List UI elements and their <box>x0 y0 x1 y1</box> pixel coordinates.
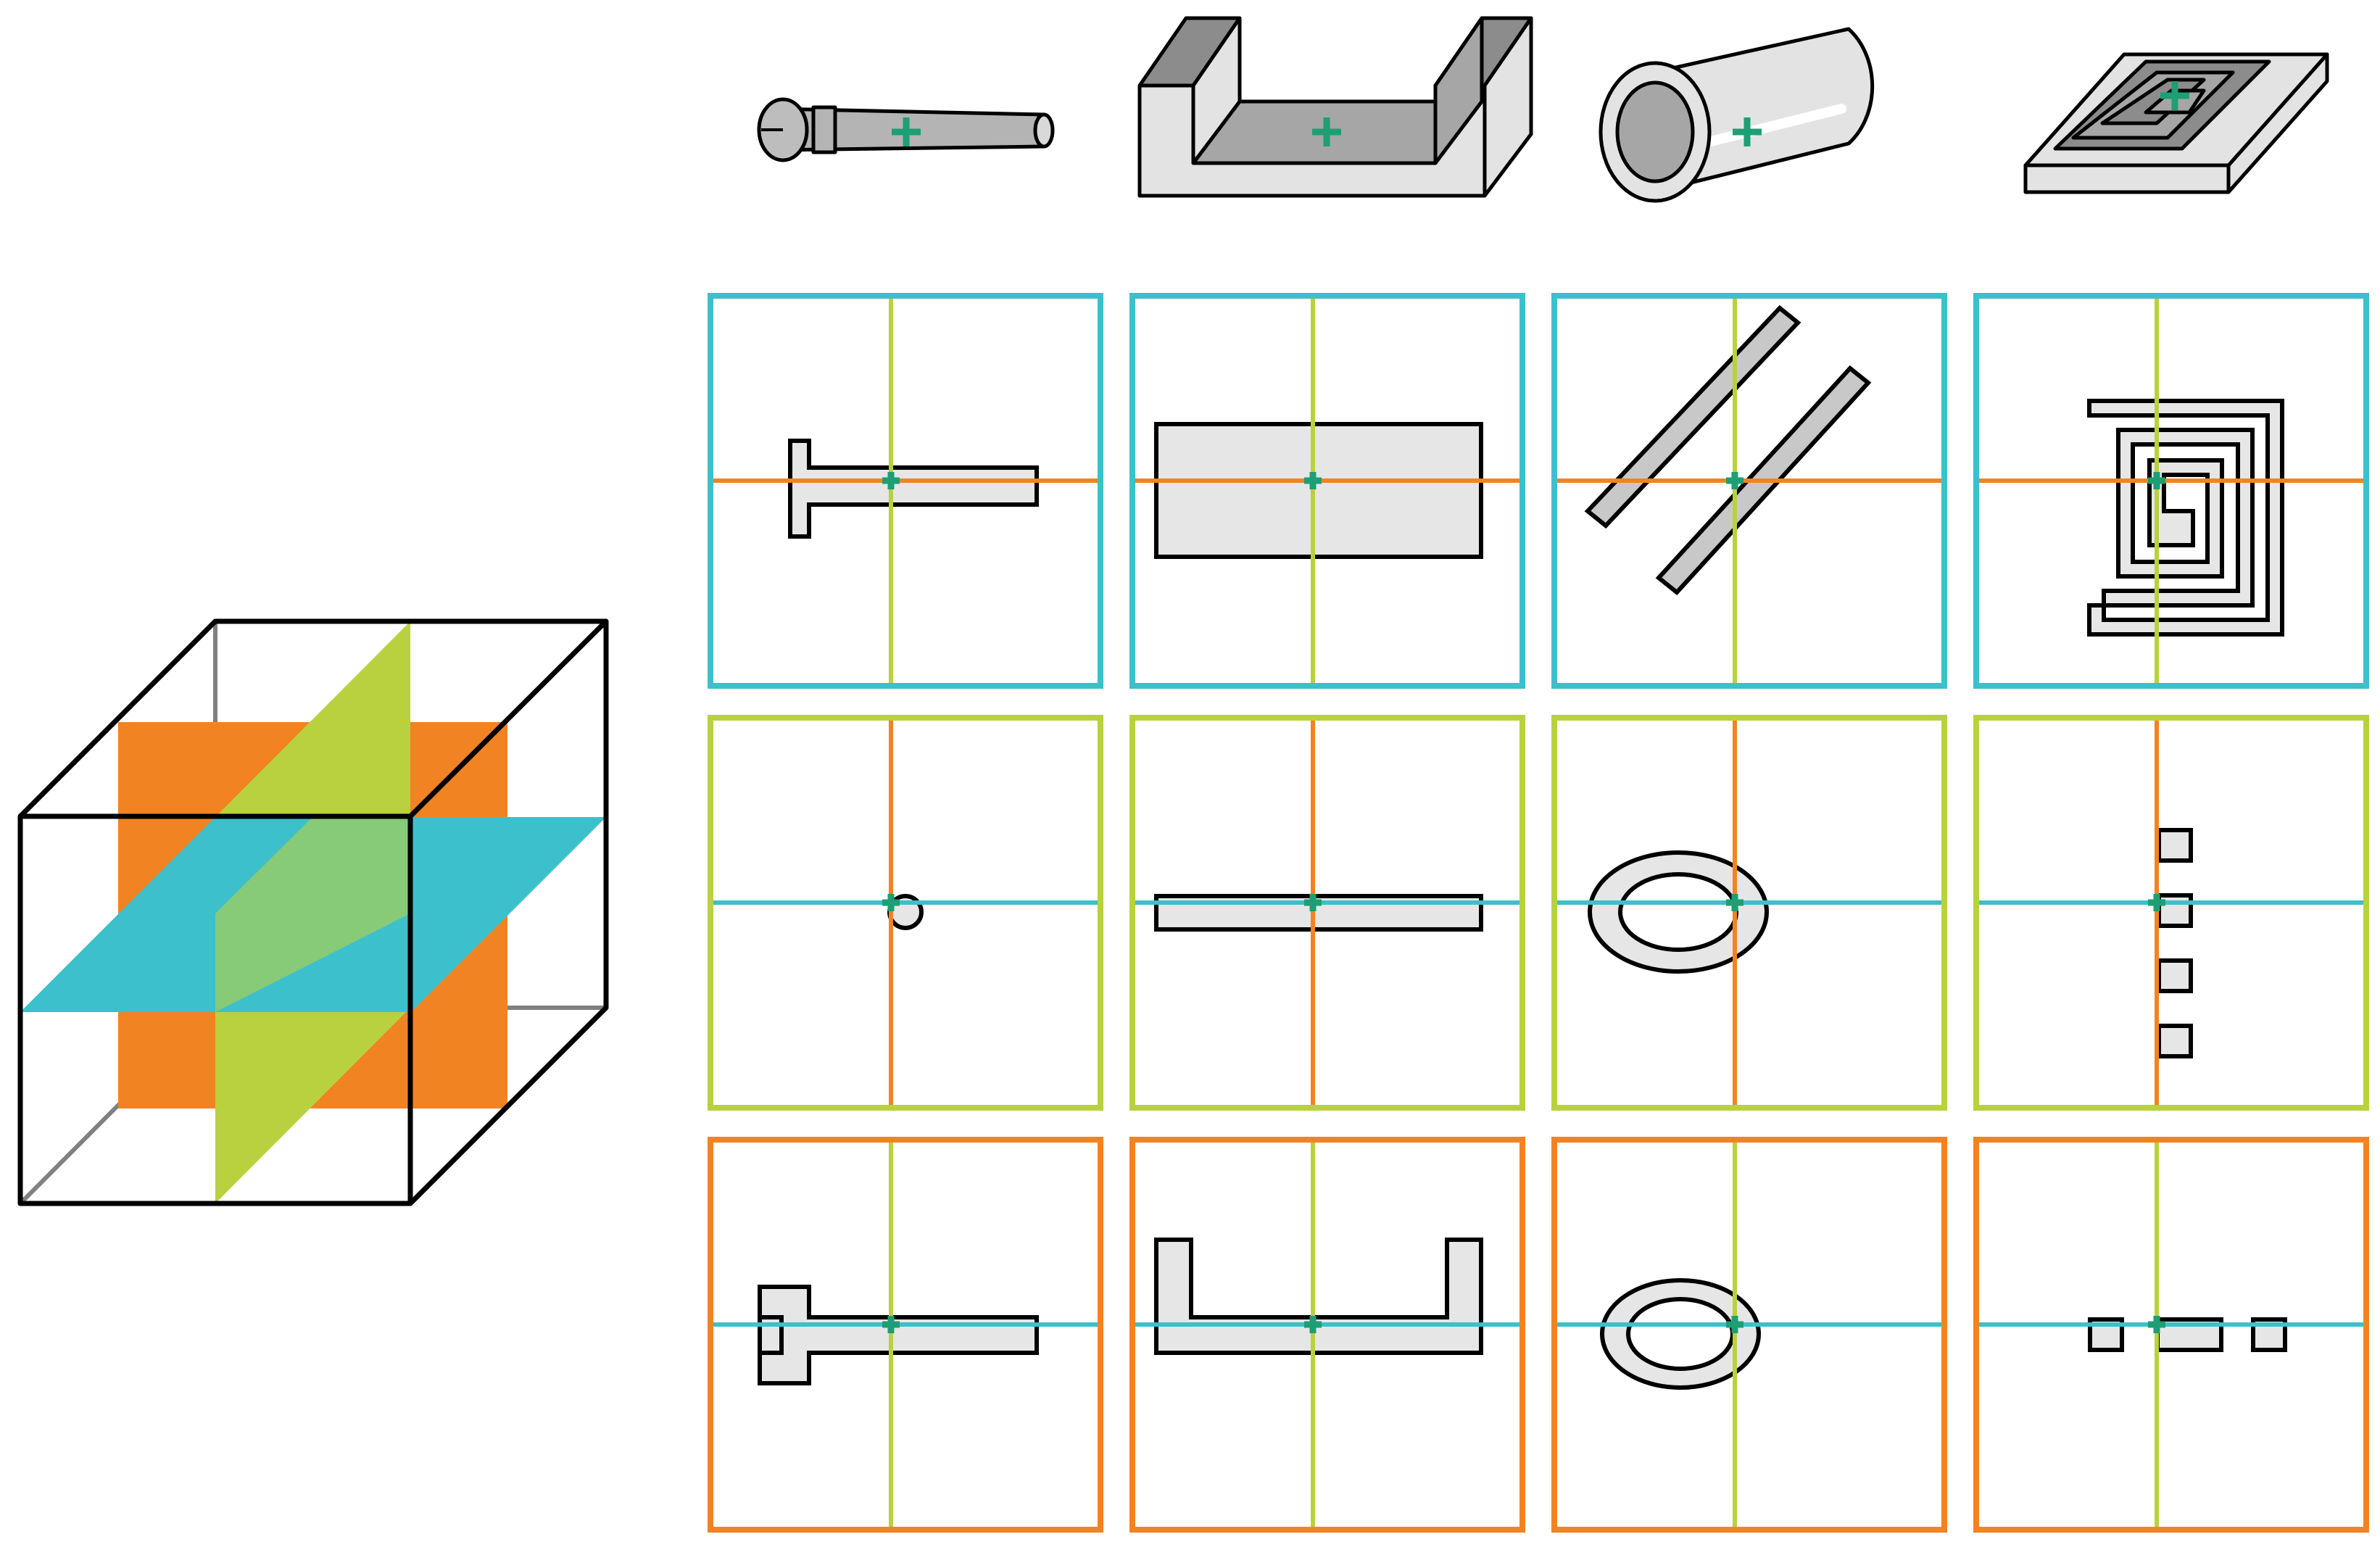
center-plus-marker-screw <box>892 117 921 146</box>
spiral-icon <box>2023 52 2329 194</box>
section-panel-spiral-outline <box>1973 293 2369 689</box>
panel-frame <box>1973 715 2369 1111</box>
section-panel-channel-u-profile <box>1129 1137 1525 1533</box>
cube-diagram <box>17 618 609 1206</box>
section-shape-screw-side-profile <box>788 439 1039 539</box>
section-panel-channel-top-rectangle <box>1129 293 1525 689</box>
section-shape-channel-top-rectangle <box>1154 422 1483 559</box>
section-grid <box>708 293 2369 1533</box>
panel-center-marker <box>882 894 900 911</box>
section-shape-spiral-outline <box>2087 399 2284 637</box>
u-channel-icon <box>1137 16 1533 198</box>
center-plus-marker-spiral <box>2160 81 2189 110</box>
panel-center-marker <box>1726 894 1743 911</box>
section-panel-channel-thin-slab <box>1129 715 1525 1111</box>
section-panel-spiral-square-dots-vertical <box>1973 715 2369 1111</box>
panel-frame <box>708 1137 1103 1533</box>
panel-center-marker <box>2148 1316 2165 1333</box>
panel-frame <box>708 715 1103 1111</box>
tube-icon <box>1599 27 1875 203</box>
panel-center-marker <box>2148 894 2165 911</box>
panel-center-marker <box>882 472 900 489</box>
panel-frame <box>1129 715 1525 1111</box>
section-panel-screw-side-profile <box>708 293 1103 689</box>
panel-frame <box>1973 1137 2369 1533</box>
panel-center-marker <box>1726 472 1743 489</box>
panel-center-marker <box>2148 472 2165 489</box>
center-plus-marker-tube <box>1733 117 1762 146</box>
center-markers <box>892 81 2189 146</box>
panel-frame <box>1129 1137 1525 1533</box>
section-panel-tube-ring-section-front <box>1551 1137 1947 1533</box>
panel-center-marker <box>1304 1316 1322 1333</box>
panel-frame <box>1551 715 1947 1111</box>
section-panel-screw-front-profile <box>708 1137 1103 1533</box>
cube-edges <box>17 618 609 1206</box>
section-panel-tube-diagonal-strips <box>1551 293 1947 689</box>
panel-frame <box>1973 293 2369 689</box>
panel-frame <box>1129 293 1525 689</box>
plane-yz-overlap <box>215 817 410 1012</box>
panel-frame <box>1551 293 1947 689</box>
panel-frame <box>708 293 1103 689</box>
panel-frame <box>1551 1137 1947 1533</box>
section-panel-tube-ring-section <box>1551 715 1947 1111</box>
center-plus-marker-u-channel <box>1312 117 1341 146</box>
panel-center-marker <box>1726 1316 1743 1333</box>
panel-center-marker <box>882 1316 900 1333</box>
panel-center-marker <box>1304 894 1322 911</box>
section-panel-spiral-square-dots-horizontal <box>1973 1137 2369 1533</box>
panel-center-marker <box>1304 472 1322 489</box>
section-panel-screw-circle-section <box>708 715 1103 1111</box>
